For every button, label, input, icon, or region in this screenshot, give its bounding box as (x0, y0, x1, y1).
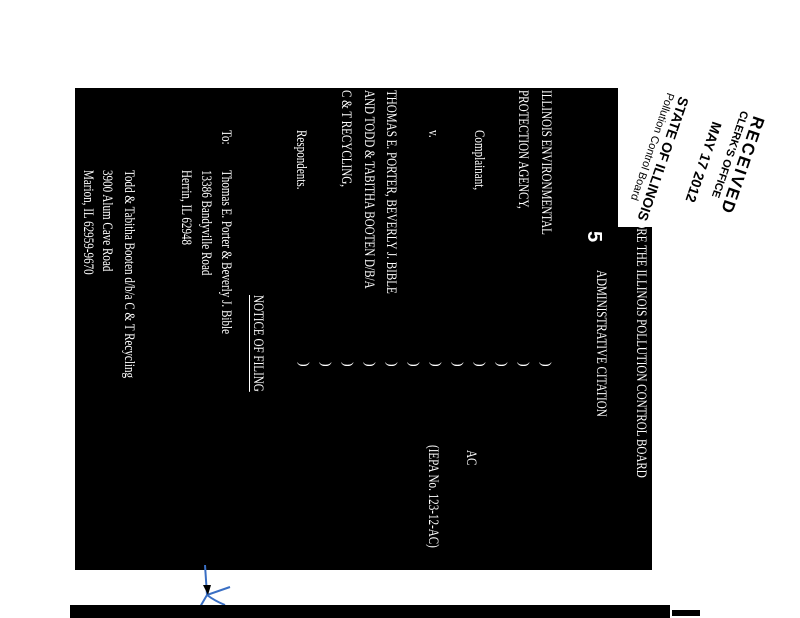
case-type: AC (463, 450, 479, 466)
citation-heading: ADMINISTRATIVE CITATION (593, 270, 609, 417)
versus: v. (425, 130, 441, 138)
recipient2-name: Todd & Tabitha Booten d/b/a C & T Recycl… (121, 170, 137, 379)
complainant-line1: ILLINOIS ENVIRONMENTAL (538, 90, 554, 235)
respondent-line3: C & T RECYCLING, (338, 90, 354, 188)
respondent-line1: THOMAS E. PORTER, BEVERLY J. BIBLE (383, 90, 399, 294)
received-stamp: RECEIVED CLERK'S OFFICE MAY 17 2012 STAT… (620, 91, 780, 245)
complainant-label: Complainant, (471, 130, 487, 191)
recipient1-name: Thomas E. Porter & Beverly J. Bible (218, 170, 234, 335)
complainant-line2: PROTECTION AGENCY, (515, 90, 531, 209)
board-heading: BEFORE THE ILLINOIS POLLUTION CONTROL BO… (633, 200, 649, 478)
scan-edge-bar (230, 605, 670, 618)
respondent-line2: AND TODD & TABITHA BOOTEN D/B/A (361, 90, 377, 289)
respondents-label: Respondents. (293, 130, 309, 190)
handwritten-mark: 5 (583, 230, 606, 243)
case-number: (IEPA No. 123-12-AC) (425, 445, 441, 548)
scan-edge-bar (672, 610, 700, 616)
scanned-page-inverted (75, 88, 652, 570)
recipient2-street: 3900 Alum Cave Road (99, 170, 115, 272)
scan-edge-bar (70, 605, 230, 618)
recipient2-city: Marion, IL 62959-9670 (80, 170, 96, 275)
notice-title: NOTICE OF FILING (250, 295, 266, 392)
signature-mark (199, 565, 231, 608)
to-label: To: (218, 130, 234, 145)
recipient1-city: Herrin, IL 62948 (178, 170, 194, 246)
stamp-area (618, 88, 652, 227)
recipient1-street: 13386 Bandyville Road (198, 170, 214, 276)
